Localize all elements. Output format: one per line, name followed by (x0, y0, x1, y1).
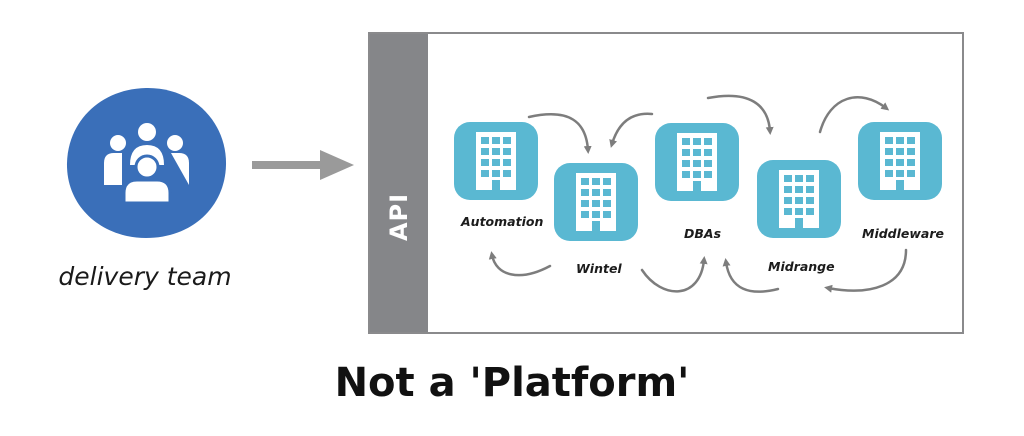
team-label-middleware: Middleware (862, 226, 945, 241)
team-label-dbas: DBAs (684, 226, 722, 241)
team-label-wintel: Wintel (576, 261, 622, 276)
delivery-team-icon (66, 87, 227, 239)
team-label-automation: Automation (461, 214, 544, 229)
team-label-midrange: Midrange (768, 259, 835, 274)
delivery-team-label: delivery team (58, 262, 232, 291)
arrow-right-icon (252, 150, 354, 180)
platform-box: API (368, 32, 964, 334)
people-group-icon (104, 123, 189, 205)
page-title: Not a 'Platform' (334, 360, 690, 406)
api-bar: API (370, 34, 428, 332)
api-label: API (385, 192, 413, 242)
